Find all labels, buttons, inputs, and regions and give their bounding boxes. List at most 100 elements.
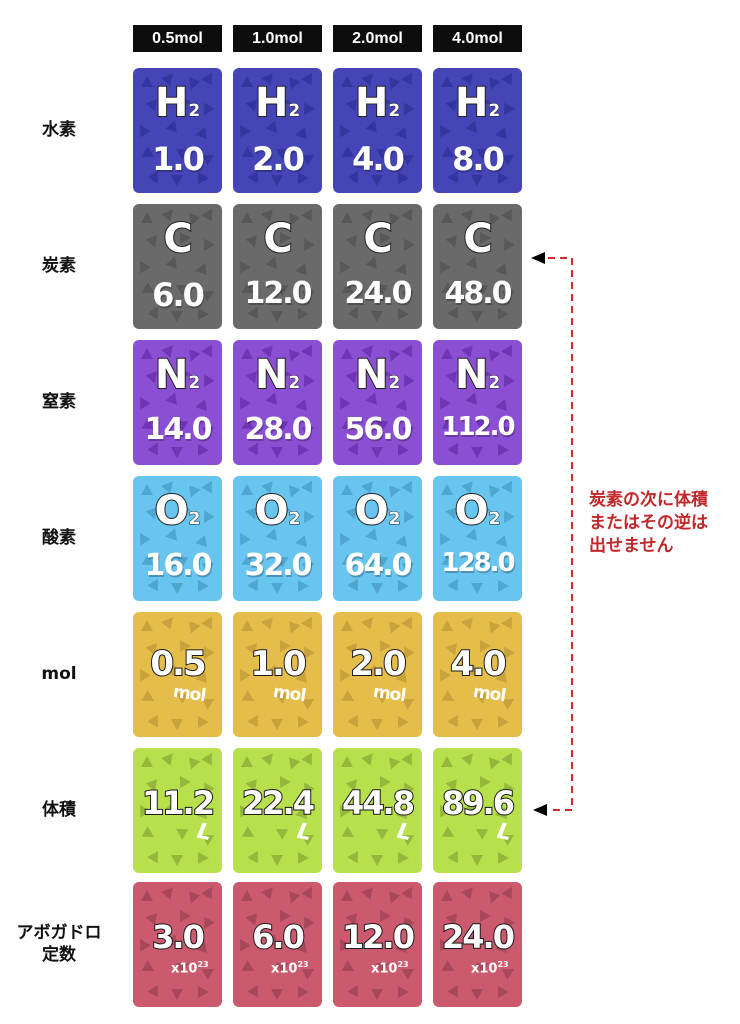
element-symbol: O2: [154, 487, 201, 535]
row-label: 酸素: [42, 528, 76, 548]
row-label: mol: [41, 664, 77, 684]
card-avogadro[interactable]: 24.0 x1023: [433, 882, 522, 1007]
molar-mass-value: 1.0: [152, 140, 205, 178]
triangle-pattern: [140, 344, 215, 458]
element-symbol: C: [162, 215, 193, 263]
triangle-pattern: [340, 208, 415, 322]
avogadro-unit: x1023: [171, 960, 209, 977]
triangle-pattern: [440, 208, 515, 322]
card-avogadro[interactable]: 12.0 x1023: [333, 882, 422, 1007]
triangle-pattern: [440, 344, 515, 458]
arrow-to-carbon-icon: [531, 252, 545, 264]
rule-note-line-1: 炭素の次に体積: [589, 490, 708, 510]
card-element[interactable]: O2 128.0: [433, 476, 522, 601]
triangle-pattern: [440, 480, 515, 594]
column-header-2.0mol: 2.0mol: [333, 25, 422, 52]
molar-mass-value: 6.0: [152, 276, 205, 314]
triangle-pattern: [240, 344, 315, 458]
element-symbol: O2: [254, 487, 301, 535]
molar-mass-value: 28.0: [244, 412, 312, 447]
card-element[interactable]: O2 64.0: [333, 476, 422, 601]
row-label: 炭素: [42, 256, 76, 276]
molar-mass-value: 64.0: [344, 548, 412, 583]
molar-mass-value: 4.0: [352, 140, 405, 178]
molar-mass-value: 2.0: [252, 140, 305, 178]
triangle-pattern: [440, 72, 515, 186]
element-symbol: N2: [354, 351, 401, 399]
rule-note: 炭素の次に体積 またはその逆は 出せません: [589, 489, 708, 558]
column-header-4.0mol: 4.0mol: [433, 25, 522, 52]
element-symbol: H2: [154, 79, 201, 127]
column-header-1.0mol: 1.0mol: [233, 25, 322, 52]
card-avogadro[interactable]: 3.0 x1023: [133, 882, 222, 1007]
molar-mass-value: 32.0: [244, 548, 312, 583]
triangle-pattern: [140, 616, 215, 730]
triangle-pattern: [240, 72, 315, 186]
row-label: アボガドロ定数: [16, 923, 102, 965]
element-symbol: H2: [454, 79, 501, 127]
column-header-0.5mol: 0.5mol: [133, 25, 222, 52]
card-element[interactable]: N2 112.0: [433, 340, 522, 465]
arrow-to-volume-icon: [533, 804, 547, 816]
volume-value: 22.4: [241, 783, 316, 823]
triangle-pattern: [240, 208, 315, 322]
avogadro-unit: x1023: [371, 960, 409, 977]
card-element[interactable]: C 6.0: [133, 204, 222, 329]
element-symbol: H2: [354, 79, 401, 127]
row-label: 体積: [42, 800, 76, 820]
triangle-pattern: [240, 886, 315, 1000]
triangle-pattern: [340, 480, 415, 594]
card-element[interactable]: N2 56.0: [333, 340, 422, 465]
mol-value: 1.0: [249, 643, 307, 685]
avogadro-value: 24.0: [441, 917, 516, 957]
rule-note-line-2: またはその逆は: [589, 513, 708, 533]
molar-mass-value: 8.0: [452, 140, 505, 178]
triangle-pattern: [340, 616, 415, 730]
card-element[interactable]: O2 32.0: [233, 476, 322, 601]
triangle-pattern: [140, 480, 215, 594]
triangle-pattern: [240, 616, 315, 730]
element-symbol: N2: [454, 351, 501, 399]
avogadro-value: 3.0: [151, 917, 206, 957]
triangle-pattern: [340, 752, 415, 866]
molar-mass-value: 56.0: [344, 412, 412, 447]
molar-mass-value: 14.0: [144, 412, 212, 447]
avogadro-value: 12.0: [341, 917, 416, 957]
mol-value: 0.5: [149, 643, 207, 685]
molar-mass-value: 112.0: [441, 412, 515, 442]
triangle-pattern: [140, 208, 215, 322]
avogadro-unit: x1023: [471, 960, 509, 977]
triangle-pattern: [240, 480, 315, 594]
row-label: 水素: [42, 120, 76, 140]
row-label: 窒素: [42, 392, 76, 412]
element-symbol: O2: [454, 487, 501, 535]
triangle-pattern: [140, 72, 215, 186]
triangle-pattern: [440, 886, 515, 1000]
mol-value: 2.0: [349, 643, 407, 685]
molar-mass-value: 128.0: [441, 548, 515, 578]
element-symbol: C: [462, 215, 493, 263]
triangle-pattern: [440, 616, 515, 730]
molar-mass-value: 24.0: [344, 276, 412, 311]
element-symbol: O2: [354, 487, 401, 535]
